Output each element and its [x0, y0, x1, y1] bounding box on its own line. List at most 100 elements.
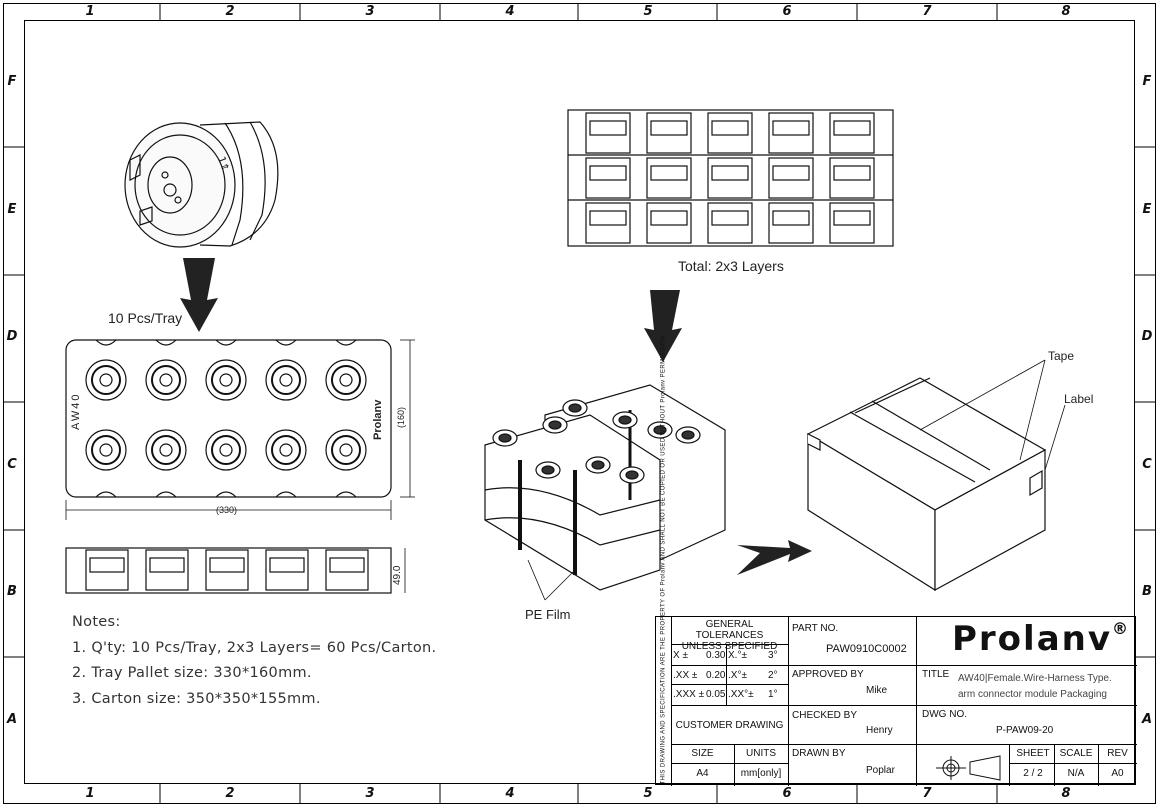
tray-cell — [145, 429, 187, 471]
bundle-cell-core — [618, 415, 632, 425]
tolerance-subheader: UNLESS SPECIFIED — [681, 641, 778, 652]
tray-cell-ring — [151, 365, 181, 395]
tol-angular-value: 1° — [768, 689, 778, 700]
tray-cell-ring — [151, 435, 181, 465]
tray-marking: AW40 — [70, 392, 82, 430]
zone-column-top: 8 — [1061, 4, 1071, 19]
size-label: SIZE — [691, 748, 714, 759]
stack-cell-inner — [833, 165, 871, 181]
projection-symbol — [936, 755, 1001, 781]
pe-film-label: PE Film — [525, 607, 571, 622]
tray-notch — [155, 491, 177, 498]
stack-cell-inner — [711, 120, 749, 136]
stack-cell — [829, 202, 875, 244]
stack-cell-inner — [650, 210, 688, 226]
tray-cell — [85, 359, 127, 401]
sheet-label: SHEET — [1016, 748, 1050, 759]
tray-cell-core — [159, 443, 173, 457]
stack-cell — [585, 112, 631, 154]
zone-column-top: 7 — [922, 4, 932, 19]
stack-cell — [707, 157, 753, 199]
units-label: UNITS — [746, 748, 776, 759]
stack-cell-inner — [589, 165, 627, 181]
rev-label: REV — [1107, 748, 1128, 759]
zone-column-bottom: 3 — [365, 786, 375, 801]
stack-cell-inner — [772, 165, 810, 181]
zone-column-bottom: 5 — [643, 786, 653, 801]
tray-cell — [325, 429, 367, 471]
side-cell-inner — [209, 557, 245, 573]
stack-cell-inner — [772, 210, 810, 226]
side-cell — [205, 549, 249, 591]
tray-cell — [265, 429, 307, 471]
stack-cell — [829, 157, 875, 199]
dwg-no-value: P-PAW09-20 — [996, 725, 1054, 736]
zone-column-top: 2 — [225, 4, 235, 19]
zone-column-bottom: 8 — [1061, 786, 1071, 801]
tray-cell-ring — [271, 365, 301, 395]
drawing-frame — [24, 20, 1135, 784]
approved-value: Mike — [866, 685, 888, 696]
stack-cell — [768, 202, 814, 244]
tray-cell-core — [279, 443, 293, 457]
part-no-value: PAW0910C0002 — [826, 643, 907, 655]
checked-value: Henry — [866, 725, 893, 736]
tray-cell-core — [99, 373, 113, 387]
side-cell — [265, 549, 309, 591]
tray-cell — [205, 359, 247, 401]
stack-cell-inner — [711, 210, 749, 226]
dwg-no-label: DWG NO. — [922, 709, 967, 720]
zone-row-left: F — [7, 74, 17, 89]
tray-top-view — [65, 339, 415, 520]
layers-label: Total: 2x3 Layers — [678, 258, 784, 274]
title-line-1: AW40|Female.Wire-Harness Type. — [958, 673, 1112, 684]
stack-cell — [585, 202, 631, 244]
note-item: 1. Q'ty: 10 Pcs/Tray, 2x3 Layers= 60 Pcs… — [72, 639, 437, 656]
zone-row-right: A — [1141, 712, 1153, 727]
tray-notch — [335, 491, 357, 498]
side-cell — [145, 549, 189, 591]
tray-cell — [145, 359, 187, 401]
side-cell-inner — [89, 557, 125, 573]
drawn-value: Poplar — [866, 765, 895, 776]
tol-angular-label: .XX°± — [728, 689, 754, 700]
zone-row-right: C — [1142, 457, 1152, 472]
customer-drawing: CUSTOMER DRAWING — [675, 720, 784, 731]
notes-title: Notes: — [72, 614, 121, 630]
property-notice: THIS DRAWING AND SPECIFICATION ARE THE P… — [656, 335, 672, 786]
tray-cell-ring — [91, 365, 121, 395]
pe-film-bundle — [484, 384, 726, 601]
stack-cell-inner — [711, 165, 749, 181]
size-value: A4 — [696, 768, 709, 779]
tol-linear-label: .XX ± — [673, 670, 698, 681]
tray-cell-core — [219, 443, 233, 457]
tol-linear-value: 0.05 — [706, 689, 726, 700]
units-value: mm[only] — [740, 768, 782, 779]
stack-cell — [646, 112, 692, 154]
title-block: THIS DRAWING AND SPECIFICATION ARE THE P… — [655, 335, 1137, 786]
zone-column-top: 5 — [643, 4, 653, 19]
stack-cell — [768, 157, 814, 199]
tol-linear-label: .XXX ± — [673, 689, 705, 700]
tol-linear-label: X ± — [673, 650, 688, 661]
stack-cell — [646, 202, 692, 244]
stack-cell-inner — [833, 210, 871, 226]
bundle-cell-core — [591, 460, 605, 470]
stacked-layers-view — [567, 109, 894, 247]
tol-angular-label: .X°± — [728, 670, 747, 681]
zone-column-bottom: 7 — [922, 786, 932, 801]
svg-text:1⇑: 1⇑ — [215, 155, 230, 173]
zone-row-right: B — [1142, 584, 1152, 599]
tolerance-header: GENERAL TOLERANCES — [695, 619, 764, 641]
stack-cell — [829, 112, 875, 154]
side-cell — [325, 549, 369, 591]
notes: Notes: 1. Q'ty: 10 Pcs/Tray, 2x3 Layers=… — [72, 610, 436, 712]
title-label: TITLE — [922, 669, 950, 680]
flow-arrows — [180, 258, 812, 575]
zone-column-bottom: 4 — [505, 786, 515, 801]
tray-cell-core — [339, 373, 353, 387]
tol-angular-value: 3° — [768, 650, 778, 661]
stack-cell — [707, 202, 753, 244]
zone-column-top: 6 — [782, 4, 792, 19]
